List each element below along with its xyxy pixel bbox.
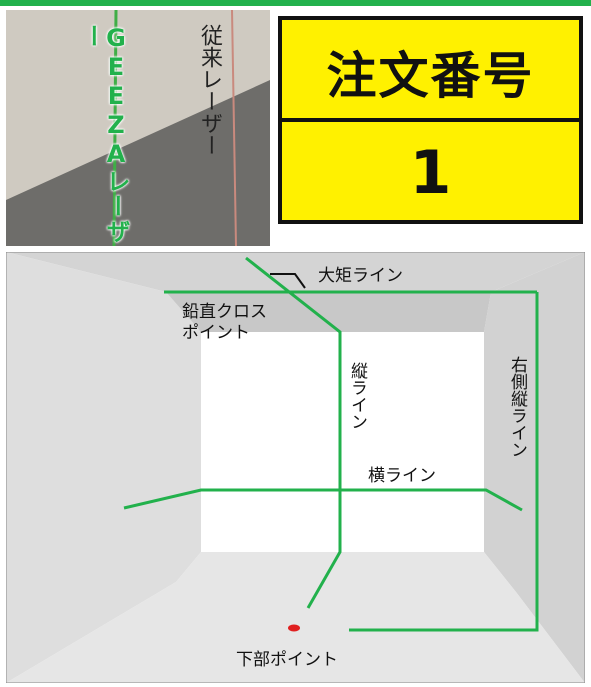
right-vertical-line-label: 右側縦ライン — [507, 356, 527, 458]
order-box-divider — [282, 118, 579, 122]
horizontal-line — [123, 488, 523, 512]
right-vertical-line — [349, 292, 539, 632]
order-number-title: 注文番号 — [326, 47, 535, 105]
laser-lines — [123, 256, 539, 632]
right-wall — [484, 252, 585, 683]
top-green-stripe — [0, 0, 591, 6]
back-wall — [201, 332, 484, 552]
geeza-laser-label: GEEZAレーザー — [78, 24, 130, 244]
order-number-value: 1 — [409, 138, 452, 208]
vertical-line — [245, 256, 342, 609]
bottom-red-point — [288, 624, 300, 632]
daiku-leader — [270, 273, 306, 289]
order-number-box: 注文番号 1 — [278, 16, 583, 224]
room-laser-diagram: 大矩ライン 鉛直クロス ポイント 縦ライン 右側縦ライン 横ライン 下部ポイント — [6, 252, 585, 683]
vertical-cross-label-1: 鉛直クロス — [182, 302, 267, 322]
laser-comparison-photo: GEEZAレーザー 従来レーザー — [6, 10, 270, 246]
red-laser-line — [231, 10, 237, 246]
ceiling — [6, 252, 585, 292]
photo-background — [6, 10, 270, 246]
vertical-line-label: 縦ライン — [347, 362, 367, 430]
conventional-laser-label: 従来レーザー — [197, 24, 222, 156]
bottom-point-label: 下部ポイント — [236, 650, 338, 670]
vertical-cross-label-2: ポイント — [182, 323, 250, 343]
room-drawing — [6, 252, 585, 683]
horizontal-line-label: 横ライン — [368, 466, 436, 486]
ceiling-back — [166, 292, 491, 332]
floor — [6, 552, 585, 683]
left-wall — [6, 252, 201, 683]
daiku-line-label: 大矩ライン — [318, 266, 403, 286]
green-laser-line — [112, 10, 118, 246]
